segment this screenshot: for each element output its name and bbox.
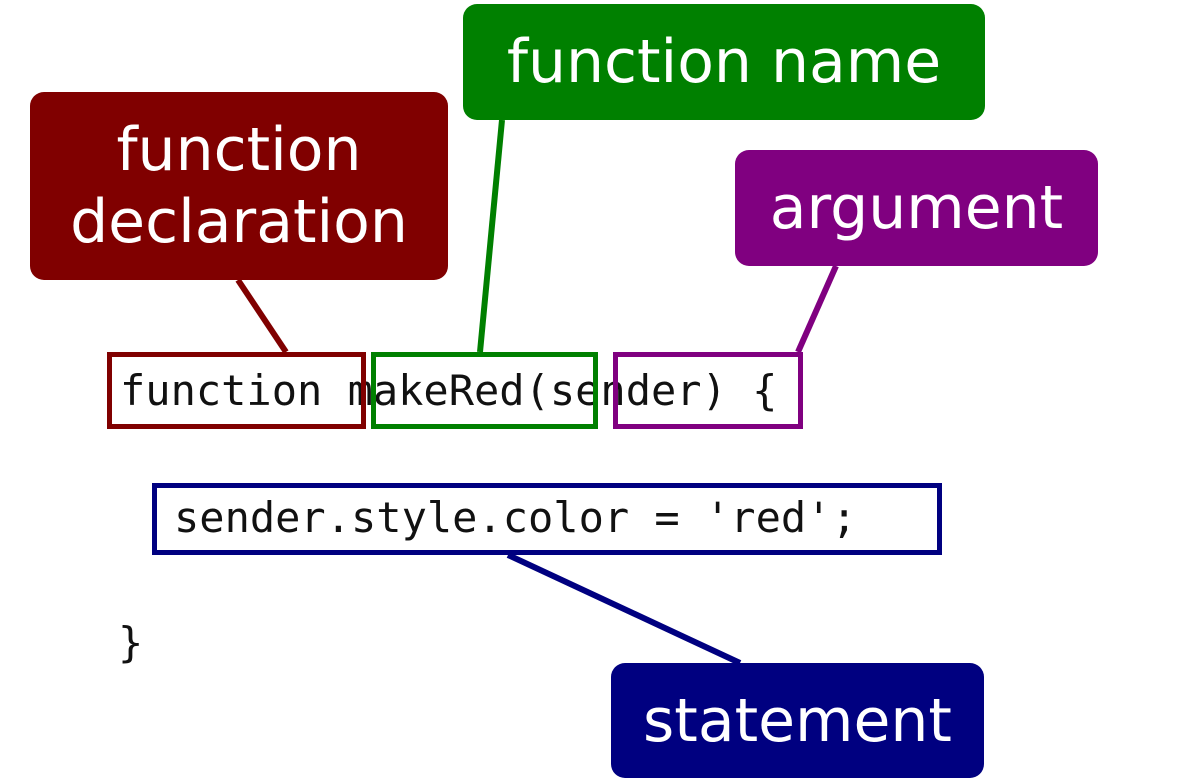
highlight-function-keyword: [107, 352, 366, 429]
connector-statement: [506, 552, 742, 666]
connector-function-name: [477, 119, 505, 353]
function-declaration-label-line-2: declaration: [70, 187, 408, 257]
statement-label: statement: [611, 663, 984, 778]
code-line-closing-brace: }: [118, 618, 144, 667]
statement-label-text: statement: [643, 685, 952, 756]
connector-declaration: [235, 278, 289, 354]
code-line-statement: sender.style.color = 'red';: [174, 493, 857, 542]
connector-argument: [795, 264, 839, 354]
function-declaration-label: function declaration: [30, 92, 448, 280]
argument-label-text: argument: [769, 173, 1064, 243]
function-declaration-label-line-1: function: [116, 115, 362, 185]
highlight-argument: [613, 352, 803, 429]
highlight-statement: [152, 483, 942, 555]
argument-label: argument: [735, 150, 1098, 266]
function-name-label: function name: [463, 4, 985, 120]
highlight-function-name: [371, 352, 598, 429]
code-line-function-header: function makeRed(sender) {: [120, 366, 778, 415]
function-name-label-text: function name: [506, 27, 942, 97]
